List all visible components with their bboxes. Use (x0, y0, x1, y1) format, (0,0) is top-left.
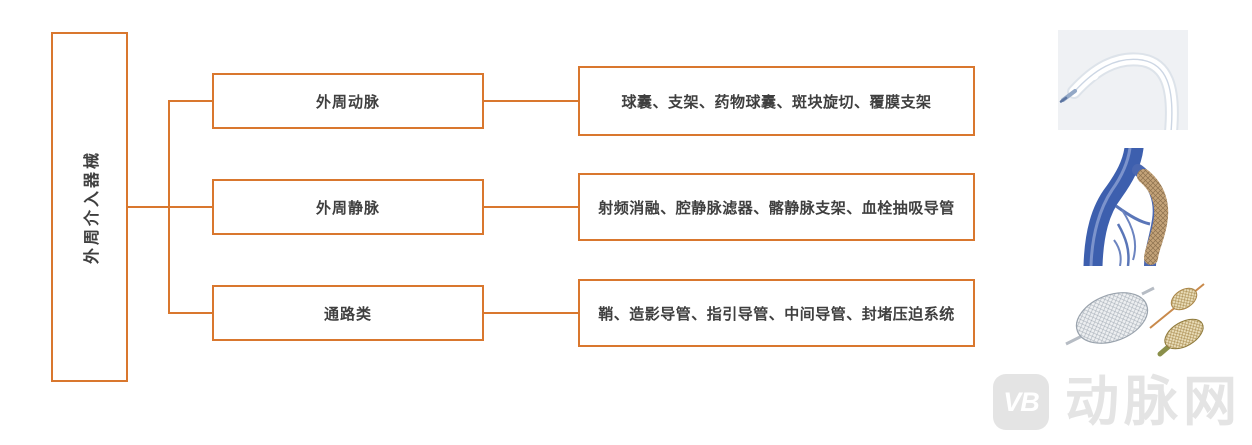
balloon-catheter-image (1058, 30, 1188, 139)
watermark-brand-text: 动脉网 (1065, 372, 1242, 432)
vein-stent-icon (1058, 138, 1196, 276)
watermark: VB 动脉网 (993, 374, 1242, 430)
balloon-catheter-icon (1058, 30, 1188, 139)
items-node-access: 鞘、造影导管、指引导管、中间导管、封堵压迫系统 (578, 279, 975, 347)
connector-branch-1-to-leaf (484, 100, 578, 102)
category-node-peripheral-vein: 外周静脉 (212, 179, 484, 235)
items-node-peripheral-artery: 球囊、支架、药物球囊、斑块旋切、覆膜支架 (578, 66, 975, 136)
connector-trunk (168, 100, 170, 314)
items-label: 球囊、支架、药物球囊、斑块旋切、覆膜支架 (621, 93, 932, 111)
vein-stent-image (1058, 138, 1196, 276)
category-node-peripheral-artery: 外周动脉 (212, 73, 484, 129)
filter-devices-icon (1062, 278, 1210, 358)
category-label: 通路类 (323, 305, 372, 323)
filter-devices-image (1062, 278, 1210, 363)
category-label: 外周动脉 (315, 93, 380, 111)
category-label: 外周静脉 (315, 199, 380, 217)
connector-trunk-to-branch-3 (168, 312, 212, 314)
items-node-peripheral-vein: 射频消融、腔静脉滤器、髂静脉支架、血栓抽吸导管 (578, 173, 975, 241)
vb-logo-text: VB (1003, 386, 1040, 417)
items-label: 射频消融、腔静脉滤器、髂静脉支架、血栓抽吸导管 (598, 199, 955, 217)
root-node: 外周介入器械 (51, 32, 128, 382)
category-node-access: 通路类 (212, 285, 484, 341)
connector-branch-2-to-leaf (484, 206, 578, 208)
root-label: 外周介入器械 (83, 149, 101, 265)
connector-root-to-branch-2 (128, 206, 212, 208)
items-label: 鞘、造影导管、指引导管、中间导管、封堵压迫系统 (598, 305, 955, 323)
connector-branch-3-to-leaf (484, 312, 578, 314)
vb-logo-icon: VB (993, 374, 1049, 430)
connector-trunk-to-branch-1 (168, 100, 212, 102)
